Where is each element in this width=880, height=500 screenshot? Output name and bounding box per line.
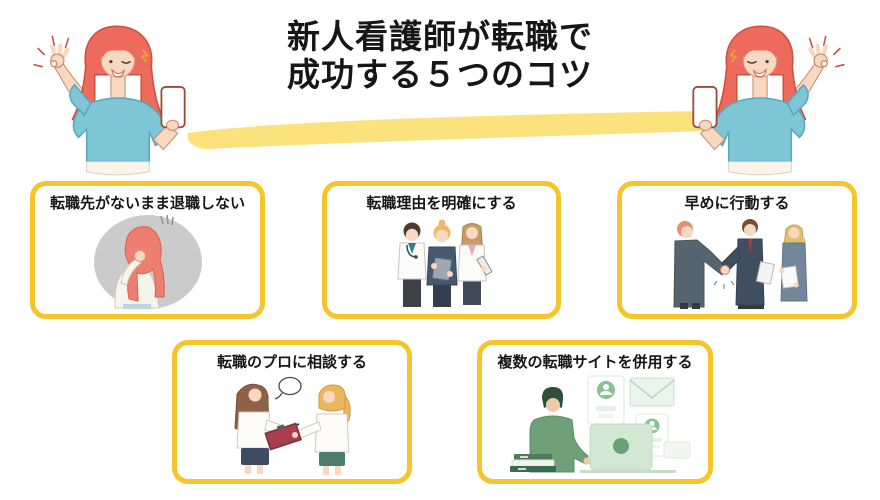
handshake-icon — [720, 265, 730, 275]
tip-card-1: 転職先がないまま退職しない — [30, 181, 265, 319]
tip-card-4-label: 転職のプロに相談する — [216, 354, 367, 371]
medical-team-illustration — [396, 219, 493, 307]
tip-card-4: 転職のプロに相談する — [172, 340, 412, 484]
wink-eye-icon — [121, 60, 131, 64]
woman-ok-phone-illustration-left — [33, 25, 186, 176]
business-handshake-illustration — [673, 219, 808, 309]
job-sites-illustration — [510, 375, 691, 473]
books-stack-icon — [514, 454, 552, 460]
page-title-line1: 新人看護師が転職で — [287, 18, 593, 55]
ok-sign-hand-icon — [50, 60, 58, 68]
envelope-icon — [629, 377, 675, 407]
folder-icon — [755, 261, 775, 285]
page-title-line2: 成功する５つのコツ — [287, 56, 593, 94]
tip-card-5-label: 複数の転職サイトを併用する — [497, 354, 693, 371]
tip-card-2-label: 転職理由を明確にする — [366, 195, 517, 212]
chart-board-icon — [475, 255, 493, 276]
yellow-highlight-stroke — [187, 111, 706, 150]
tip-card-5: 複数の転職サイトを併用する — [477, 340, 713, 484]
spark-icon — [140, 49, 149, 63]
wink-eye-icon — [747, 60, 757, 64]
tip-card-3: 早めに行動する — [617, 181, 857, 319]
documents-icon — [780, 265, 799, 289]
necktie-icon — [749, 239, 752, 254]
consultation-illustration — [234, 376, 351, 475]
ok-sign-hand-icon — [820, 60, 828, 68]
depressed-nurse-illustration — [93, 214, 202, 309]
stethoscope-icon — [413, 255, 418, 259]
tip-card-1-label: 転職先がないまま退職しない — [49, 195, 245, 212]
clipboard-icon — [431, 257, 452, 281]
tip-card-3-label: 早めに行動する — [684, 195, 790, 212]
page-title: 新人看護師が転職で 成功する５つのコツ — [0, 18, 880, 95]
speech-bubble-icon — [278, 376, 302, 396]
tip-card-2: 転職理由を明確にする — [322, 181, 561, 319]
sparkle-lines-icon — [33, 35, 70, 68]
woman-ok-phone-illustration-right — [692, 25, 845, 176]
